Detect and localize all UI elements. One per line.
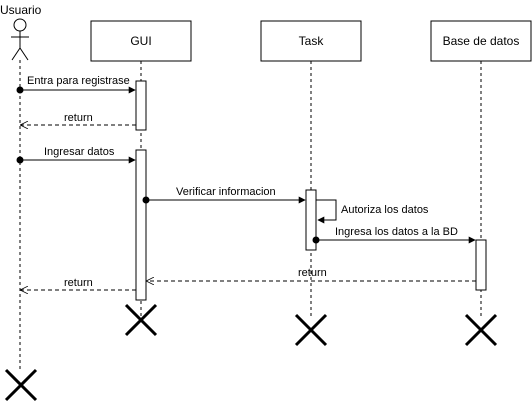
lifeline-gui: GUI <box>90 20 192 337</box>
actor-destroy-icon <box>4 368 38 402</box>
message-return-1: return <box>21 112 136 125</box>
message-autoriza-los-datos: Autoriza los datos <box>316 199 429 224</box>
stick-figure-icon <box>11 18 29 61</box>
message-label: return <box>64 112 93 124</box>
message-label: Entra para registrase <box>27 75 130 87</box>
message-label: return <box>298 267 327 279</box>
gui-header-box <box>90 20 192 62</box>
message-return-3: return <box>21 277 136 290</box>
message-label: return <box>64 277 93 289</box>
gui-activation-1 <box>135 80 147 131</box>
gui-activation-2 <box>135 149 147 301</box>
db-header-label: Base de datos <box>443 34 520 48</box>
message-label: Ingresar datos <box>44 146 115 158</box>
gui-header-label: GUI <box>130 34 151 48</box>
task-destroy-icon <box>294 313 328 347</box>
message-return-2: return <box>147 267 476 281</box>
task-header-label: Task <box>299 34 325 48</box>
message-ingresa-los-datos: Ingresa los datos a la BD <box>312 226 476 244</box>
task-header-box <box>260 20 362 62</box>
message-label: Verificar informacion <box>176 186 276 198</box>
db-activation <box>475 239 487 291</box>
message-label: Ingresa los datos a la BD <box>335 226 458 238</box>
actor-usuario: Usuario <box>0 3 42 402</box>
message-label: Autoriza los datos <box>341 204 429 216</box>
actor-label: Usuario <box>0 3 42 17</box>
lifeline-task: Task <box>260 20 362 347</box>
gui-destroy-icon <box>124 303 158 337</box>
message-verificar-informacion: Verificar informacion <box>142 186 306 204</box>
message-entra-para-registrase: Entra para registrase <box>16 75 136 94</box>
message-ingresar-datos: Ingresar datos <box>16 146 136 164</box>
task-activation <box>305 189 317 251</box>
db-destroy-icon <box>464 313 498 347</box>
lifeline-base-de-datos: Base de datos <box>430 20 532 347</box>
